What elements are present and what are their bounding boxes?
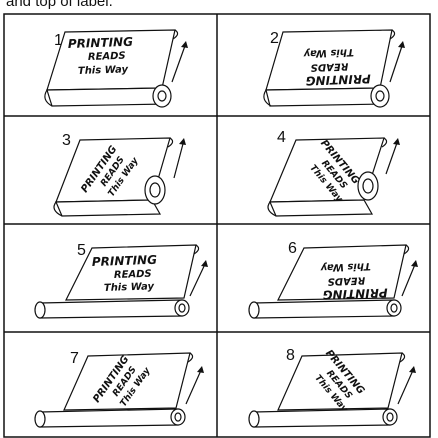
label-line-3: This Way bbox=[78, 64, 129, 77]
panel-1: 1 PRINTING READS This Way bbox=[44, 29, 188, 108]
panel-number: 4 bbox=[277, 129, 286, 146]
panel-number: 5 bbox=[77, 242, 86, 259]
label-line-1: PRINTING bbox=[68, 35, 134, 51]
panel-4: 4 PRINTING READS This Way bbox=[267, 129, 400, 217]
label-line-1: PRINTING bbox=[92, 253, 158, 269]
label-line-2: READS bbox=[88, 51, 126, 63]
panel-5: 5 PRINTING READS This Way bbox=[34, 242, 208, 319]
label-line-3: This Way bbox=[303, 46, 354, 59]
label-line-2: READS bbox=[114, 269, 152, 281]
label-line-3: This Way bbox=[320, 260, 371, 273]
panel-8: 8 PRINTING READS This Way bbox=[248, 347, 416, 428]
panel-number: 7 bbox=[70, 350, 79, 367]
panel-7: 7 PRINTING READS This Way bbox=[34, 350, 204, 428]
panel-3: 3 PRINTING READS This Way bbox=[53, 132, 186, 217]
panel-grid bbox=[3, 13, 431, 438]
panel-6: 6 PRINTING READS This Way bbox=[248, 240, 418, 319]
panel-number: 8 bbox=[286, 347, 295, 364]
panel-2: 2 PRINTING READS This Way bbox=[263, 29, 405, 108]
panel-number: 2 bbox=[270, 30, 279, 47]
panel-number: 3 bbox=[62, 132, 71, 149]
panel-number: 6 bbox=[288, 240, 297, 257]
label-line-1: PRINTING bbox=[305, 72, 371, 88]
label-line-2: READS bbox=[310, 60, 348, 72]
caption-text: and top of label. bbox=[6, 0, 113, 10]
label-line-1: PRINTING bbox=[322, 286, 388, 302]
label-line-3: This Way bbox=[104, 281, 155, 294]
panel-number: 1 bbox=[54, 32, 63, 49]
label-line-2: READS bbox=[327, 274, 365, 286]
